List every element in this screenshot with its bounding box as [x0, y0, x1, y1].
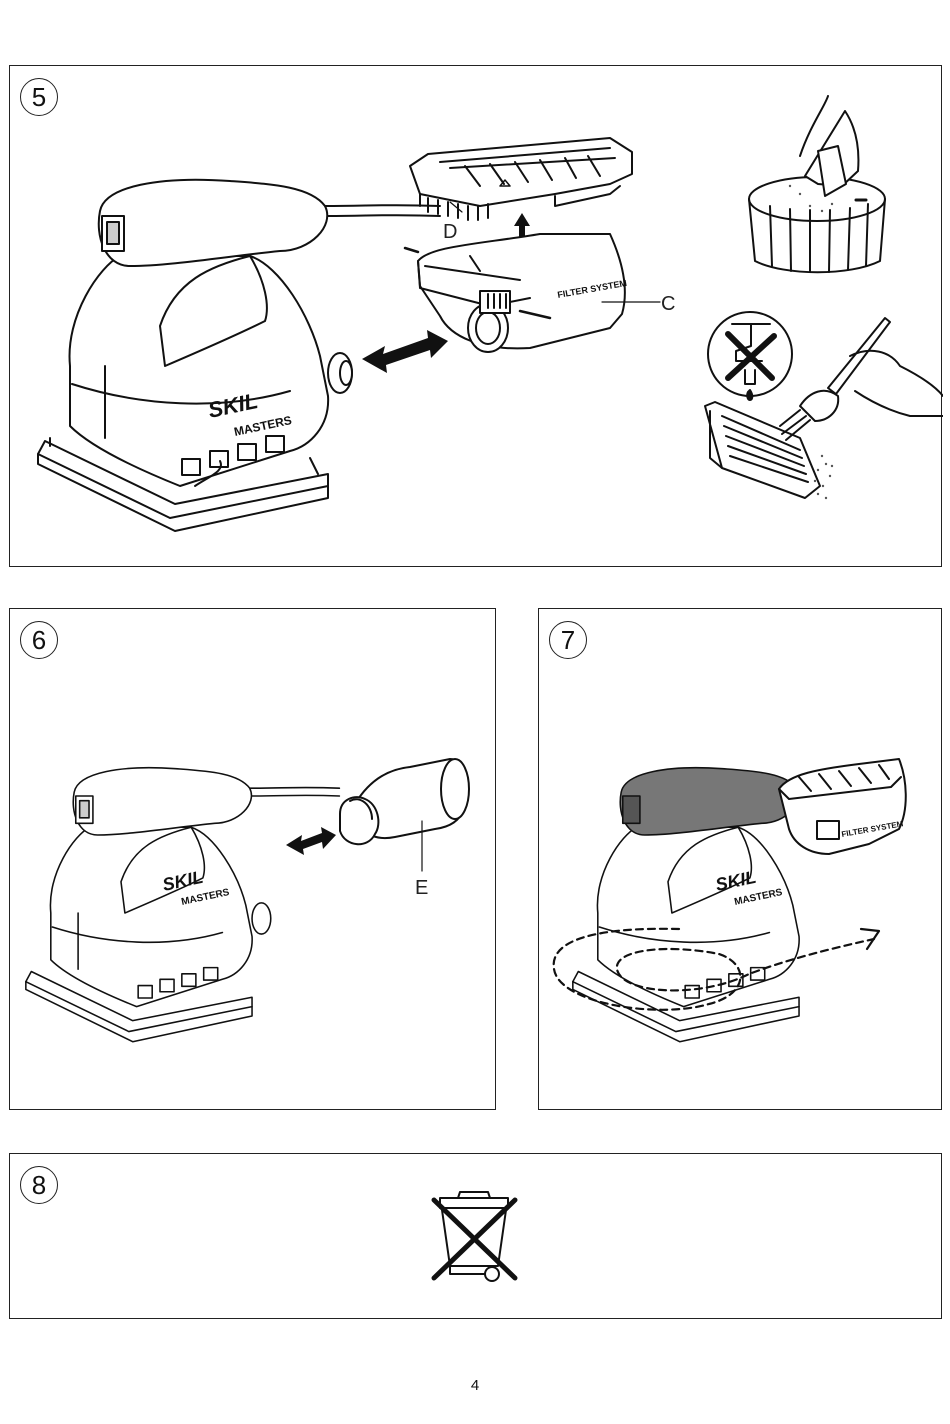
no-water-tap-icon	[707, 311, 793, 401]
trash-bin-illustration	[748, 95, 886, 274]
figure-5-panel: 5	[9, 65, 943, 567]
label-e: E	[415, 877, 428, 899]
dashed-motion-path	[552, 927, 876, 1011]
dust-container-illustration	[778, 758, 907, 855]
sander-illustration	[37, 178, 441, 532]
vacuum-adapter-illustration	[339, 758, 470, 872]
label-c: C	[661, 293, 675, 315]
crossed-out-wheelie-bin-icon	[431, 1191, 518, 1282]
figure-5-illustration: SKIL MASTERS FILTER SYSTEM D C	[37, 95, 943, 532]
filter-illustration	[409, 137, 633, 221]
brush-illustration	[779, 317, 943, 441]
label-d: D	[443, 221, 457, 243]
figure-6-panel: 6	[9, 608, 496, 1110]
double-arrow-icon	[286, 827, 336, 855]
figure-number-8: 8	[20, 1166, 58, 1204]
dust-container-illustration	[417, 233, 626, 353]
figure-6-illustration: SKIL MASTERS E	[25, 758, 470, 1043]
figure-7-illustration: SKIL MASTERS FILTER SYSTEM	[552, 758, 907, 1043]
double-arrow-icon	[362, 330, 448, 373]
figure-8-panel: 8	[9, 1153, 942, 1319]
filter-illustration	[704, 401, 821, 499]
sander-illustration	[25, 766, 341, 1043]
figure-7-panel: 7	[538, 608, 942, 1110]
figure-number-5: 5	[20, 78, 58, 116]
figure-number-7: 7	[549, 621, 587, 659]
page-number: 4	[470, 1377, 480, 1394]
figure-number-6: 6	[20, 621, 58, 659]
